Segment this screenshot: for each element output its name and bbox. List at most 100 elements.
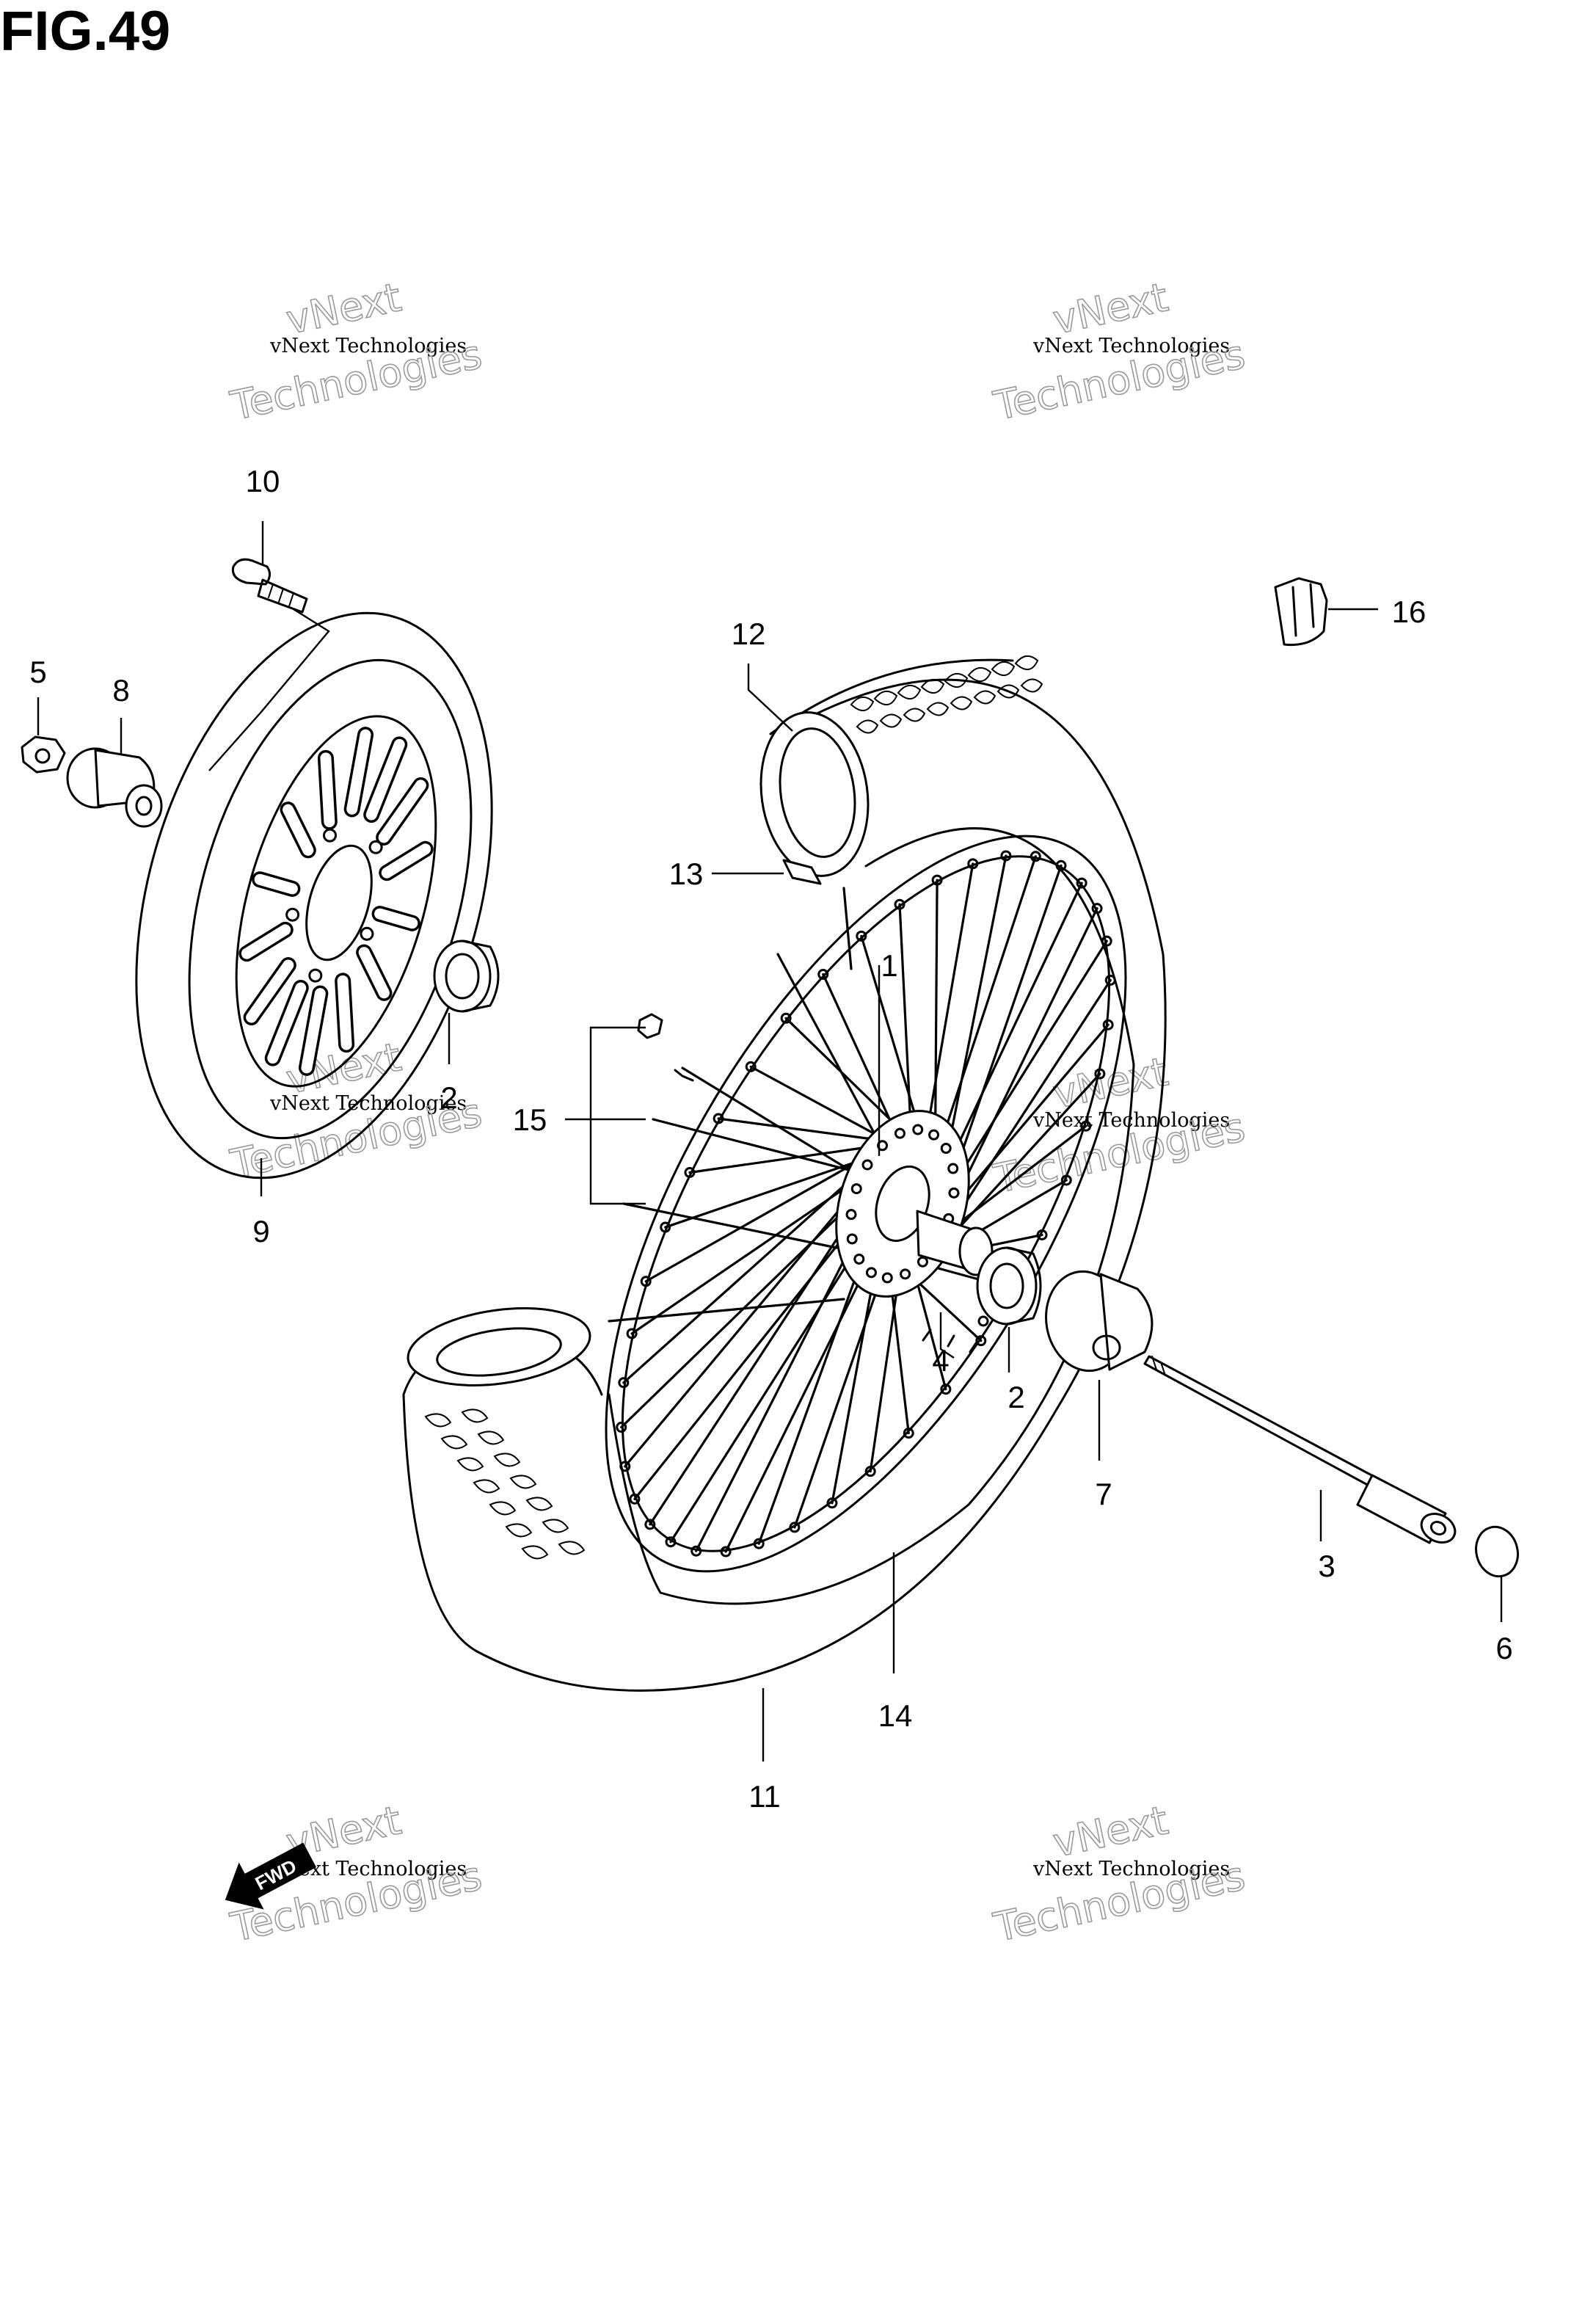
callout-10: 10 bbox=[246, 464, 280, 498]
svg-text:vNext: vNext bbox=[283, 274, 405, 343]
spoke bbox=[930, 855, 1037, 1172]
tread-top bbox=[850, 655, 1043, 734]
spoke bbox=[831, 1262, 878, 1505]
tread-block bbox=[542, 1519, 569, 1533]
callout-2-right: 2 bbox=[1007, 1380, 1024, 1414]
tread-block bbox=[456, 1457, 484, 1472]
spoke bbox=[664, 1151, 885, 1229]
bearing-part-2-right bbox=[976, 1246, 1042, 1326]
spoke-nipple bbox=[690, 1545, 702, 1557]
hub-spoke-hole bbox=[861, 1159, 873, 1171]
tread-block bbox=[461, 1408, 489, 1423]
watermark-top-left: vNext Technologies vNext Technologies bbox=[226, 273, 487, 429]
disc-slot-inner bbox=[241, 924, 291, 959]
spoke-nipple bbox=[1000, 850, 1012, 862]
spoke-nipple bbox=[817, 968, 829, 980]
spoke-nipple bbox=[1094, 1068, 1106, 1080]
disc-slot-inner bbox=[378, 779, 426, 843]
hub-spoke-hole bbox=[894, 1127, 906, 1139]
spoke bbox=[724, 1244, 879, 1553]
spacer-part-3 bbox=[922, 1315, 989, 1353]
spoke-nipple bbox=[1036, 1229, 1048, 1240]
tread-block bbox=[493, 1453, 521, 1467]
hub-spoke-hole bbox=[845, 1209, 857, 1221]
svg-text:vNext: vNext bbox=[1049, 1048, 1172, 1117]
callout-12: 12 bbox=[732, 617, 766, 651]
disc-slot-inner bbox=[246, 959, 294, 1023]
disc-bolt-hole bbox=[308, 968, 323, 983]
hub-spoke-hole bbox=[912, 1124, 924, 1135]
disc-slot-inner bbox=[283, 804, 314, 856]
tread-block bbox=[505, 1523, 533, 1538]
disc-slot-inner bbox=[254, 873, 298, 895]
disc-slot-inner bbox=[267, 982, 307, 1064]
tread-block bbox=[996, 684, 1020, 699]
axle-part-4 bbox=[1143, 1355, 1457, 1544]
spoke-nipple bbox=[1076, 877, 1087, 889]
tread-block bbox=[873, 691, 898, 705]
hub-spoke-hole bbox=[877, 1140, 889, 1152]
spoke bbox=[933, 879, 939, 1149]
tire-part-11 bbox=[402, 655, 1167, 1692]
spoke bbox=[644, 1158, 862, 1283]
spoke bbox=[860, 934, 924, 1141]
spoke-nipple bbox=[644, 1519, 656, 1530]
spoke bbox=[922, 862, 974, 1156]
spoke-nipple bbox=[1101, 935, 1112, 947]
tread-block bbox=[903, 708, 926, 722]
disc-slot-inner bbox=[320, 752, 335, 828]
tread-block bbox=[920, 679, 945, 694]
spoke-nipple bbox=[864, 1466, 876, 1477]
spacer-collar-part-7 bbox=[1045, 1270, 1154, 1373]
callout-13: 13 bbox=[669, 857, 704, 891]
callout-2-left: 2 bbox=[440, 1080, 457, 1115]
callout-11: 11 bbox=[748, 1779, 781, 1814]
tread-block bbox=[950, 696, 973, 710]
valve-part-13 bbox=[782, 859, 822, 885]
tread-block bbox=[973, 690, 996, 705]
disc-bolt-hole bbox=[360, 926, 374, 941]
hub-spoke-hole bbox=[940, 1143, 952, 1155]
spoke-nipple bbox=[894, 898, 906, 910]
spoke-loose bbox=[622, 1202, 838, 1249]
spoke-nipple bbox=[720, 1546, 732, 1557]
spoke-loose bbox=[652, 1118, 867, 1176]
spoke-nipple bbox=[940, 1384, 952, 1395]
spoke-nipple bbox=[745, 1061, 757, 1072]
callout-15: 15 bbox=[513, 1102, 547, 1137]
spoke-nipple bbox=[619, 1461, 631, 1472]
spoke bbox=[622, 1176, 855, 1384]
hub-spoke-hole bbox=[865, 1267, 877, 1279]
hub-spoke-hole bbox=[853, 1253, 865, 1265]
svg-text:vNext Technologies: vNext Technologies bbox=[1032, 1858, 1230, 1880]
spoke-nipple bbox=[753, 1538, 765, 1549]
watermark-mid-right: vNext Technologies vNext Technologies bbox=[989, 1047, 1250, 1202]
callout-labels: 10 5 8 2 9 12 13 1 15 4 2 7 3 6 14 11 16 bbox=[29, 464, 1512, 1814]
tread-block bbox=[1014, 655, 1039, 670]
spoke bbox=[630, 1166, 876, 1335]
spoke-nipple bbox=[1055, 859, 1067, 871]
spoke-nipple bbox=[780, 1012, 792, 1024]
tread-block bbox=[879, 713, 903, 728]
hub-spoke-hole bbox=[850, 1183, 862, 1195]
tread-block bbox=[489, 1501, 517, 1516]
valve-cap-part-16 bbox=[1274, 577, 1328, 647]
callout-16: 16 bbox=[1392, 595, 1426, 629]
spoke bbox=[898, 903, 913, 1145]
callout-7: 7 bbox=[1095, 1477, 1112, 1511]
collar-part-8 bbox=[66, 747, 163, 828]
disc-slot-inner bbox=[337, 975, 352, 1050]
tread-block bbox=[509, 1475, 537, 1489]
svg-text:vNext Technologies: vNext Technologies bbox=[269, 335, 467, 357]
spoke-nipple bbox=[1080, 1120, 1092, 1132]
spoke-nipple bbox=[1060, 1174, 1072, 1186]
disc-bolt-hole bbox=[368, 840, 383, 854]
svg-text:vNext: vNext bbox=[1049, 1797, 1172, 1866]
spoke-loose bbox=[608, 1298, 845, 1323]
spoke-nipple bbox=[931, 874, 943, 886]
nut-part-6 bbox=[21, 735, 66, 774]
callout-9: 9 bbox=[252, 1214, 269, 1248]
tread-block bbox=[991, 661, 1016, 676]
disc-slot-inner bbox=[374, 908, 418, 929]
callout-14: 14 bbox=[878, 1698, 913, 1733]
